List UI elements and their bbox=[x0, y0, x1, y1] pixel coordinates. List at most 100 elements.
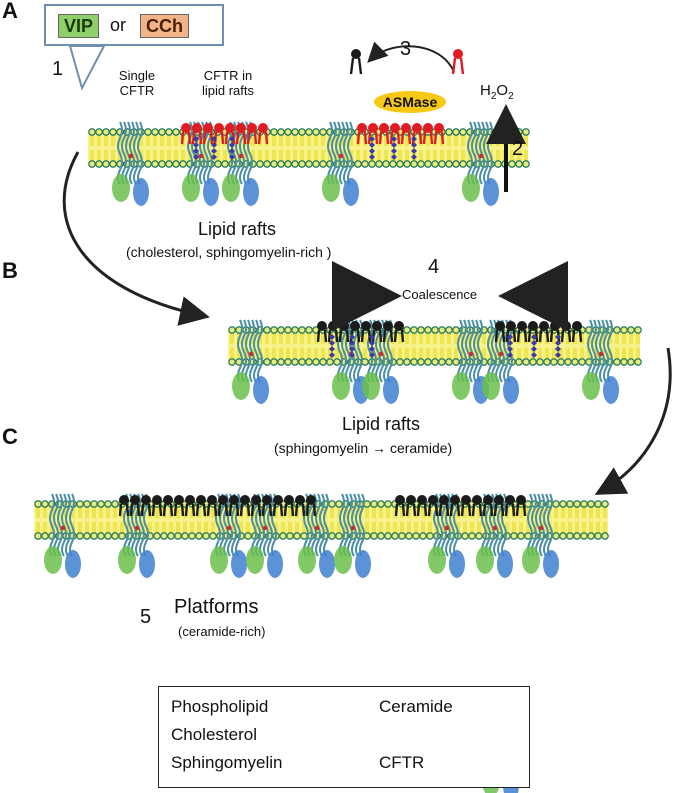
phospholipid-head bbox=[104, 500, 112, 508]
cholesterol-column bbox=[555, 334, 561, 358]
phospholipid-head bbox=[277, 358, 285, 366]
ceramide-tail bbox=[393, 329, 405, 343]
phospholipid-head bbox=[452, 160, 460, 168]
cftr-r-domain bbox=[598, 351, 604, 357]
phospholipid-head bbox=[580, 500, 588, 508]
cftr-helix bbox=[477, 319, 483, 383]
phospholipid-head bbox=[550, 358, 558, 366]
phospholipid-head bbox=[270, 128, 278, 136]
cftr-helix bbox=[603, 319, 609, 383]
phospholipid-head bbox=[382, 160, 390, 168]
cftr-helix bbox=[441, 493, 447, 557]
cftr-r-domain bbox=[444, 525, 450, 531]
phospholipid-head bbox=[263, 160, 271, 168]
phospholipid-head bbox=[403, 326, 411, 334]
cholesterol-diamond bbox=[329, 334, 335, 340]
phospholipid-head bbox=[90, 532, 98, 540]
cholesterol-diamond bbox=[193, 142, 199, 148]
phospholipid-head bbox=[452, 128, 460, 136]
phospholipid-head bbox=[431, 358, 439, 366]
cftr-nbd1 bbox=[112, 174, 130, 202]
ceramide-tail bbox=[316, 329, 328, 343]
phospholipid-head bbox=[256, 160, 264, 168]
cftr-nbd1 bbox=[452, 372, 470, 400]
cholesterol-diamond bbox=[391, 136, 397, 142]
phospholipid-head bbox=[627, 326, 635, 334]
cholesterol-diamond bbox=[411, 148, 417, 154]
phospholipid-head bbox=[312, 128, 320, 136]
ceramide-head bbox=[240, 495, 250, 505]
sphingomyelin-tail bbox=[433, 131, 445, 145]
step-2: 2 bbox=[512, 138, 524, 160]
cholesterol-column bbox=[229, 136, 235, 160]
cftr-helix bbox=[495, 319, 501, 383]
or-label: or bbox=[110, 15, 127, 35]
sphingomyelin-tail bbox=[367, 131, 379, 145]
cftr-helix bbox=[323, 493, 329, 557]
panel-letter-b: B bbox=[2, 258, 18, 283]
cftr-nbd2 bbox=[543, 550, 559, 578]
phospholipid-head bbox=[510, 532, 518, 540]
cftr-helix bbox=[607, 319, 613, 383]
ceramide-tail bbox=[394, 503, 406, 517]
cholesterol-diamond bbox=[369, 154, 375, 160]
phospholipid-head bbox=[468, 532, 476, 540]
phospholipid-head bbox=[459, 128, 467, 136]
phospholipid-head bbox=[452, 326, 460, 334]
cftr-nbd1 bbox=[322, 174, 340, 202]
cholesterol-column bbox=[369, 136, 375, 160]
ceramide-tail bbox=[416, 503, 428, 517]
ceramide-head bbox=[383, 321, 393, 331]
cftr-helix bbox=[469, 319, 475, 383]
cholesterol-diamond bbox=[329, 352, 335, 358]
step-3: 3 bbox=[400, 38, 412, 60]
phospholipid-head bbox=[174, 532, 182, 540]
phospholipid-head bbox=[83, 532, 91, 540]
cftr-helix bbox=[445, 493, 451, 557]
cftr-r-domain bbox=[498, 351, 504, 357]
phospholipid-head bbox=[305, 358, 313, 366]
phospholipid-head bbox=[144, 160, 152, 168]
cftr-r-domain bbox=[248, 351, 254, 357]
cholesterol-diamond bbox=[391, 148, 397, 154]
cftr-nbd2 bbox=[133, 178, 149, 206]
cftr-helix bbox=[237, 319, 243, 383]
cftr-helix bbox=[245, 319, 251, 383]
ceramide-head bbox=[306, 495, 316, 505]
phospholipid-head bbox=[172, 128, 180, 136]
ceramide-tail bbox=[195, 503, 207, 517]
phospholipid-head bbox=[508, 128, 516, 136]
cftr-helix bbox=[125, 121, 131, 185]
ceramide-tail bbox=[294, 503, 306, 517]
phospholipid-head bbox=[109, 160, 117, 168]
cholesterol-diamond bbox=[531, 352, 537, 358]
sphingomyelin-tail bbox=[246, 131, 258, 145]
phospholipid-head bbox=[319, 128, 327, 136]
phospholipid-head bbox=[284, 160, 292, 168]
cftr-helix bbox=[243, 121, 249, 185]
phospholipid-head bbox=[431, 326, 439, 334]
cftr-helix bbox=[231, 493, 237, 557]
cholesterol-diamond bbox=[193, 154, 199, 160]
cftr-helix bbox=[383, 319, 389, 383]
phospholipid-head bbox=[270, 326, 278, 334]
phospholipid-head bbox=[391, 532, 399, 540]
cftr-protein bbox=[462, 121, 499, 206]
phospholipid-head bbox=[564, 358, 572, 366]
cftr-helix bbox=[449, 493, 455, 557]
cftr-nbd1 bbox=[522, 546, 540, 574]
cftr-nbd2 bbox=[253, 376, 269, 404]
cholesterol-diamond bbox=[391, 142, 397, 148]
cftr-helix bbox=[61, 493, 67, 557]
cftr-protein bbox=[322, 121, 359, 206]
ceramide-tail bbox=[449, 503, 461, 517]
phospholipid-head bbox=[277, 160, 285, 168]
sphingomyelin-tail bbox=[257, 131, 269, 145]
flow-arrow-b-to-c bbox=[594, 347, 672, 495]
cftr-protein bbox=[334, 493, 371, 578]
ceramide-head bbox=[539, 321, 549, 331]
phospholipid-head bbox=[377, 532, 385, 540]
ceramide-head bbox=[483, 495, 493, 505]
phospholipid-head bbox=[557, 358, 565, 366]
conversion-arrow-step3 bbox=[367, 41, 455, 73]
